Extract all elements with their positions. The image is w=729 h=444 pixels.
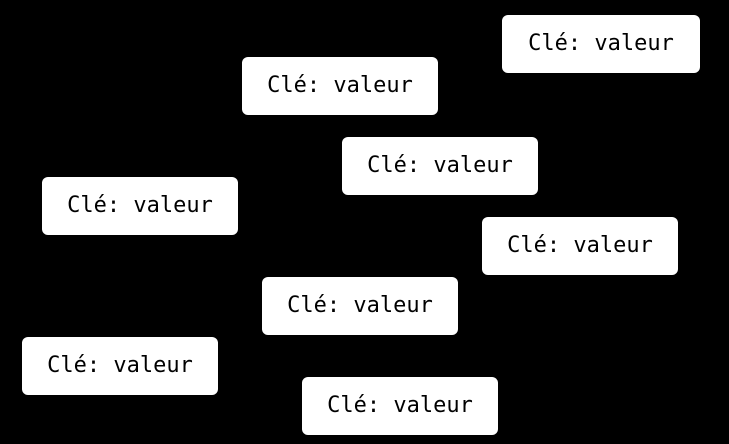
key-value-label[interactable]: Clé: valeur	[342, 137, 538, 195]
key-value-label-text: Clé: valeur	[327, 393, 473, 418]
key-value-label-text: Clé: valeur	[287, 293, 433, 318]
key-value-label-text: Clé: valeur	[67, 193, 213, 218]
key-value-label-text: Clé: valeur	[267, 73, 413, 98]
key-value-label-text: Clé: valeur	[507, 233, 653, 258]
key-value-label[interactable]: Clé: valeur	[242, 57, 438, 115]
key-value-label[interactable]: Clé: valeur	[42, 177, 238, 235]
key-value-label[interactable]: Clé: valeur	[482, 217, 678, 275]
key-value-label[interactable]: Clé: valeur	[22, 337, 218, 395]
key-value-label-text: Clé: valeur	[367, 153, 513, 178]
key-value-label-text: Clé: valeur	[528, 31, 674, 56]
key-value-label[interactable]: Clé: valeur	[302, 377, 498, 435]
key-value-label[interactable]: Clé: valeur	[502, 15, 700, 73]
key-value-label-text: Clé: valeur	[47, 353, 193, 378]
key-value-label[interactable]: Clé: valeur	[262, 277, 458, 335]
